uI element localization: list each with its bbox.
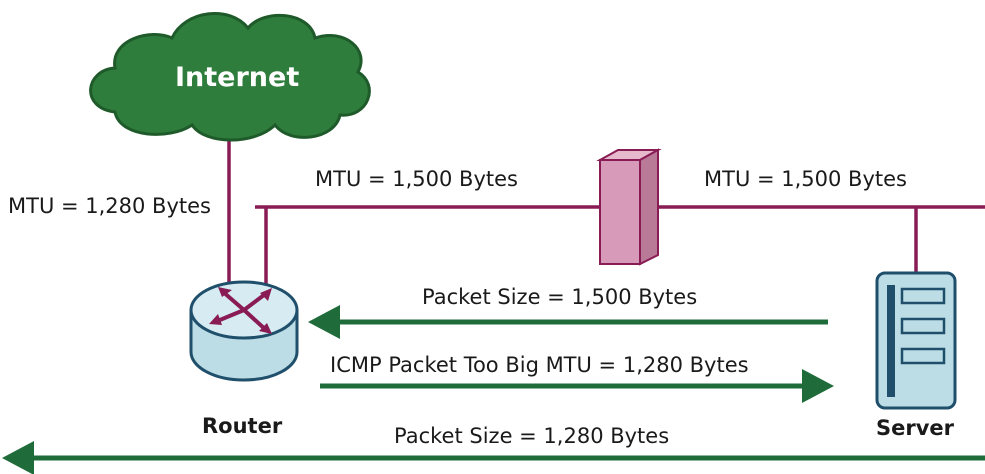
firewall-front	[599, 159, 641, 265]
server-bar	[887, 285, 895, 397]
packet-1500-label: Packet Size = 1,500 Bytes	[422, 285, 698, 309]
server-label: Server	[876, 416, 955, 440]
arrow-icmp-head	[802, 369, 834, 403]
arrow-packet-1500-head	[308, 305, 340, 339]
left-link-mtu-label: MTU = 1,280 Bytes	[8, 194, 211, 218]
internet-cloud	[89, 12, 371, 142]
server-device	[875, 271, 957, 410]
arrow-packet-1280-head	[2, 441, 34, 474]
packet-1280-label: Packet Size = 1,280 Bytes	[394, 424, 670, 448]
server-slot-3	[900, 347, 946, 365]
right-link-mtu-label: MTU = 1,500 Bytes	[704, 167, 907, 191]
firewall-device	[596, 148, 662, 266]
middle-link-mtu-label: MTU = 1,500 Bytes	[315, 167, 518, 191]
flow-arrows	[2, 305, 985, 474]
router-label: Router	[202, 414, 283, 438]
internet-label: Internet	[175, 62, 300, 93]
server-slot-2	[900, 317, 946, 335]
icmp-too-big-label: ICMP Packet Too Big MTU = 1,280 Bytes	[330, 353, 749, 377]
router-arrows-icon	[209, 287, 272, 334]
firewall-side	[639, 148, 659, 266]
network-links	[227, 140, 985, 295]
cloud-shape	[89, 12, 371, 142]
router-device	[189, 280, 299, 382]
server-body	[875, 271, 957, 410]
server-slot-1	[900, 287, 946, 305]
